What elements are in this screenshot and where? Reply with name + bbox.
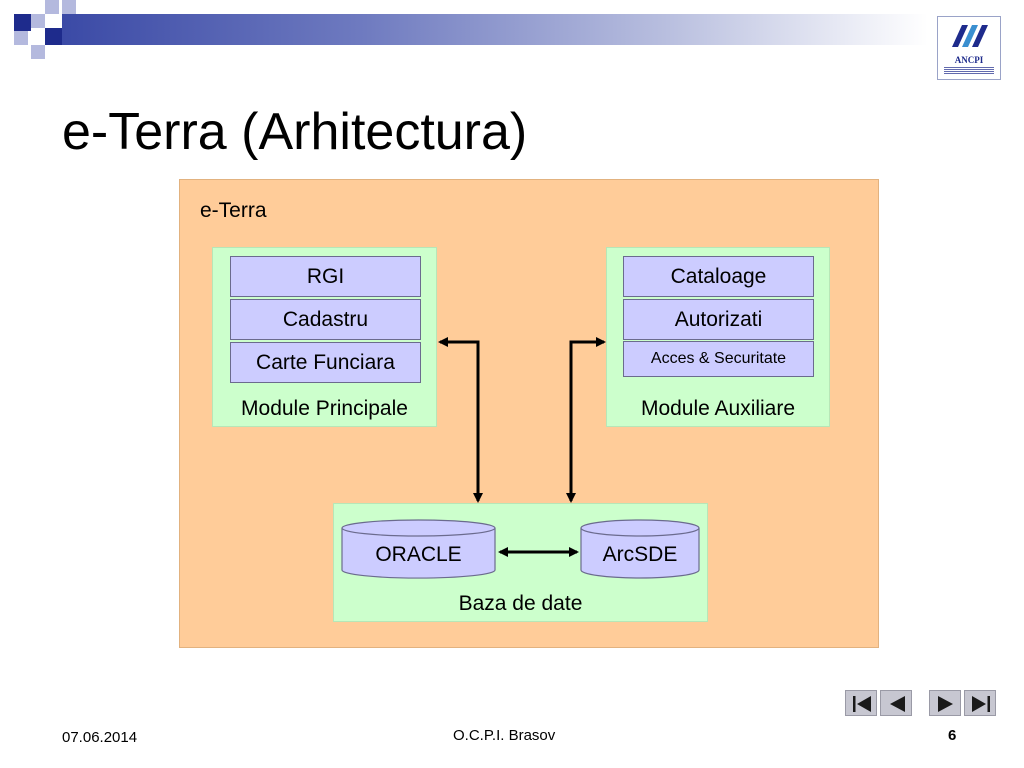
module-box-acces-securitate: Acces & Securitate: [623, 341, 814, 377]
nav-last-button[interactable]: [964, 690, 996, 716]
module-box-cadastru: Cadastru: [230, 299, 421, 340]
oracle-label: ORACLE: [375, 543, 462, 566]
module-box-autorizati: Autorizati: [623, 299, 814, 340]
header-gradient-bar: [62, 14, 928, 45]
decor-square: [62, 0, 76, 14]
logo-mark-icon: [952, 25, 988, 47]
auxiliare-db-arrow: [566, 337, 606, 503]
decor-square: [45, 28, 62, 45]
module-box-carte-funciara: Carte Funciara: [230, 342, 421, 383]
footer-organization: O.C.P.I. Brasov: [453, 727, 556, 744]
footer-date: 07.06.2014: [62, 729, 138, 746]
e-terra-label: e-Terra: [200, 199, 267, 222]
arcsde-label: ArcSDE: [602, 543, 678, 566]
nav-first-button[interactable]: [845, 690, 877, 716]
database-cylinder-icon: [341, 519, 496, 579]
decor-square: [14, 31, 28, 45]
slide-title: e-Terra (Arhitectura): [62, 103, 528, 161]
next-slide-icon: [938, 696, 953, 712]
principale-db-arrow: [438, 337, 483, 503]
slide-number: 6: [948, 727, 957, 744]
baza-de-date-label: Baza de date: [458, 592, 583, 615]
module-box-rgi: RGI: [230, 256, 421, 297]
decor-square: [31, 45, 45, 59]
database-cylinder-icon: [580, 519, 700, 579]
module-box-cataloage: Cataloage: [623, 256, 814, 297]
module-principale-label: Module Principale: [241, 397, 408, 420]
decor-square: [45, 0, 59, 14]
nav-next-button[interactable]: [929, 690, 961, 716]
decor-square: [31, 14, 45, 28]
logo-text: ANCPI: [954, 55, 984, 65]
module-auxiliare-label: Module Auxiliare: [640, 397, 796, 420]
nav-previous-button[interactable]: [880, 690, 912, 716]
logo-fine-print: [944, 67, 994, 75]
oracle-cylinder: ORACLE: [341, 519, 496, 579]
oracle-arcsde-arrow: [498, 547, 579, 557]
first-slide-icon: [853, 696, 871, 712]
previous-slide-icon: [890, 696, 905, 712]
last-slide-icon: [972, 696, 990, 712]
decor-square: [14, 14, 31, 31]
ancpi-logo: ANCPI: [937, 16, 1001, 80]
arcsde-cylinder: ArcSDE: [580, 519, 700, 579]
